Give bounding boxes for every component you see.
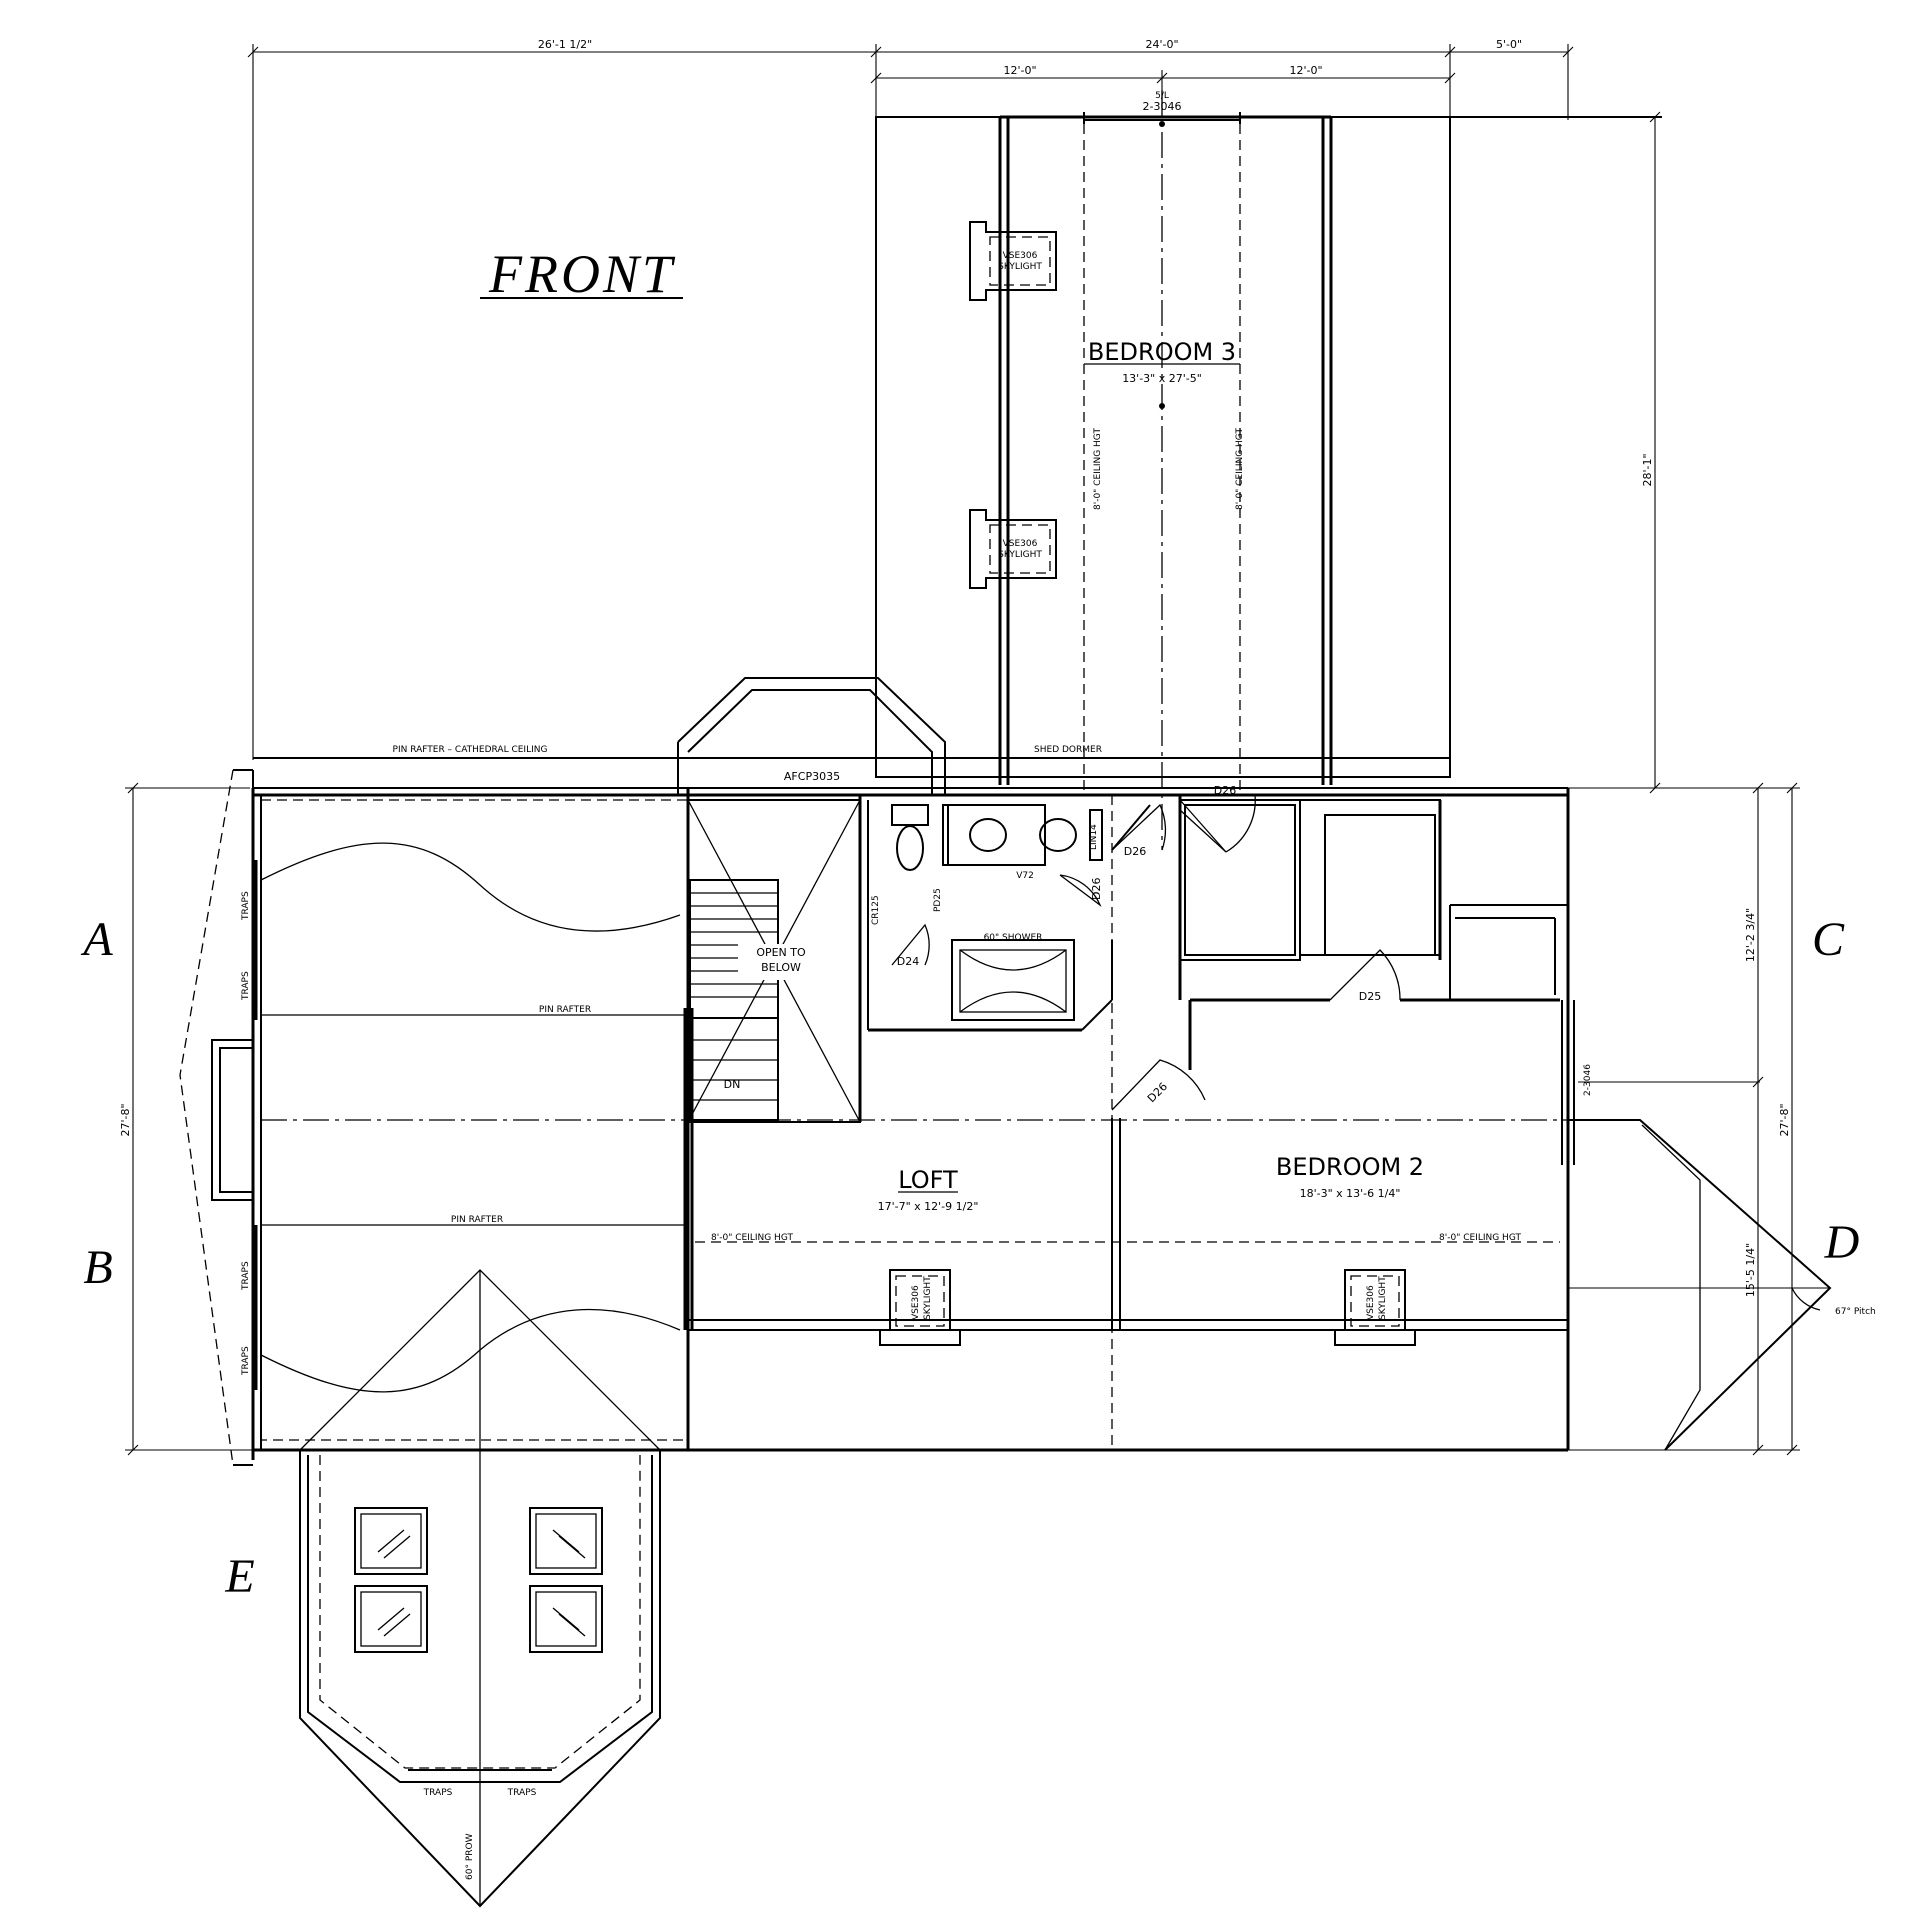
main-exterior xyxy=(251,787,1570,1460)
dim-right-upper: 12'-2 3/4" xyxy=(1744,908,1757,962)
grid-label-a: A xyxy=(80,913,113,966)
open-to-below-line2: BELOW xyxy=(761,961,801,974)
front-label: FRONT xyxy=(488,244,676,304)
skylight-prow-4 xyxy=(529,1585,603,1653)
bathroom: LIN14 V72 60" SHOWER CR125 PD25 D24 D26 xyxy=(858,795,1113,1122)
door-d26-bath: D26 xyxy=(1090,878,1103,900)
dim-bedroom3-depth: 28'-1" xyxy=(1641,111,1661,794)
linen-label: LIN14 xyxy=(1089,824,1099,850)
door-d25: D25 xyxy=(1359,990,1381,1003)
dim-top-left: 26'-1 1/2" xyxy=(538,38,592,51)
stair: OPEN TO BELOW DN xyxy=(687,799,861,1123)
note-fixed: 5/L xyxy=(1155,91,1169,101)
skylight-prow-2 xyxy=(354,1585,428,1653)
grid-label-c: C xyxy=(1812,913,1845,966)
dim-right: 12'-2 3/4" 27'-8" 15'-5 1/4" xyxy=(1568,782,1800,1456)
traps-label: TRAPS xyxy=(507,1788,537,1798)
front-prow: TRAPS TRAPS 60° PROW xyxy=(299,1269,661,1908)
skylight-label: VSE306 xyxy=(911,1285,921,1320)
note-shed-dormer: SHED DORMER xyxy=(1034,745,1102,755)
traps-label: TRAPS xyxy=(241,1261,251,1291)
bedroom2-name: BEDROOM 2 xyxy=(1276,1153,1424,1181)
bedroom3-ceiling-left: 8'-0" CEILING HGT xyxy=(1093,428,1103,510)
grid-label-b: B xyxy=(83,1241,112,1294)
note-pin-rafter-lower: PIN RAFTER xyxy=(451,1215,503,1225)
door-d26-bedroom2: D26 xyxy=(1145,1080,1170,1105)
door-d26-hall: D26 xyxy=(1124,845,1146,858)
loft-size: 17'-7" x 12'-9 1/2" xyxy=(878,1200,979,1213)
bay-window: AFCP3035 xyxy=(677,677,946,796)
window-top: 2-3046 xyxy=(1143,100,1182,113)
bedroom2-size: 18'-3" x 13'-6 1/4" xyxy=(1300,1187,1401,1200)
window-front: AFCP3035 xyxy=(784,770,840,783)
note-pin-rafter-upper: PIN RAFTER xyxy=(539,1005,591,1015)
shower-label: 60" SHOWER xyxy=(984,933,1043,943)
door-d24: D24 xyxy=(897,955,919,968)
roof-outline: PIN RAFTER – CATHEDRAL CEILING SHED DORM… xyxy=(253,745,1450,759)
skylight-label: SKYLIGHT xyxy=(998,262,1042,272)
hall: D26 D26 D25 D26 xyxy=(695,784,1568,1450)
bedroom3-size: 13'-3" x 27'-5" xyxy=(1122,372,1202,385)
bedroom2-ceiling-ht: 8'-0" CEILING HGT xyxy=(1439,1233,1521,1243)
skylight-bedroom3-lower: VSE306 SKYLIGHT xyxy=(969,509,1057,589)
loft-name: LOFT xyxy=(898,1166,958,1194)
prow-angle: 67° Pitch xyxy=(1835,1307,1876,1317)
bedroom3-dormer: 5/L 2-3046 BEDROOM 3 13'-3" x 27'-5" 8'-… xyxy=(875,90,1662,850)
side-window: 2-3046 xyxy=(1561,1000,1760,1165)
stair-dn: DN xyxy=(724,1078,741,1091)
skylight-label: VSE306 xyxy=(1366,1285,1376,1320)
traps-label: TRAPS xyxy=(241,891,251,921)
bedroom3-ceiling-right: 8'-0" CEILING HGT xyxy=(1235,428,1245,510)
dim-top-mid-left: 12'-0" xyxy=(1003,64,1036,77)
open-to-below-line1: OPEN TO xyxy=(756,946,806,959)
traps-label: TRAPS xyxy=(241,1346,251,1376)
grid-label-d: D xyxy=(1824,1216,1860,1269)
dim-right-total: 27'-8" xyxy=(1778,1103,1791,1136)
dim-top-mid-right: 12'-0" xyxy=(1289,64,1322,77)
skylight-bedroom3-upper: VSE306 SKYLIGHT xyxy=(969,221,1057,301)
closet-rod-label: CR125 xyxy=(871,895,881,925)
skylight-bedroom2: VSE306 SKYLIGHT xyxy=(1334,1269,1416,1346)
skylight-label: SKYLIGHT xyxy=(1378,1276,1388,1320)
grid-label-e: E xyxy=(224,1550,254,1603)
skylight-loft: VSE306 SKYLIGHT xyxy=(879,1269,961,1346)
skylight-label: SKYLIGHT xyxy=(923,1276,933,1320)
skylight-prow-1 xyxy=(354,1507,428,1575)
traps-label: TRAPS xyxy=(241,971,251,1001)
prow-bottom: 60° PROW xyxy=(465,1833,475,1880)
window-side: 2-3046 xyxy=(1583,1064,1593,1096)
pd25-label: PD25 xyxy=(933,888,943,912)
bedroom3-name: BEDROOM 3 xyxy=(1088,338,1236,366)
traps-label: TRAPS xyxy=(423,1788,453,1798)
top-dimensions: 26'-1 1/2" 24'-0" 12'-0" 12'-0" 5'-0" xyxy=(247,38,1574,760)
skylight-label: VSE306 xyxy=(1003,539,1038,549)
dim-right-lower: 15'-5 1/4" xyxy=(1744,1243,1757,1297)
skylight-label: VSE306 xyxy=(1003,251,1038,261)
left-bump: PIN RAFTER PIN RAFTER TRAPS TRAPS TRAPS … xyxy=(179,769,1568,1466)
vanity-label: V72 xyxy=(1016,871,1034,881)
dim-bedroom3-depth-text: 28'-1" xyxy=(1641,453,1654,486)
dim-left-depth: 27'-8" xyxy=(119,782,253,1456)
note-pin-rafter-cathedral: PIN RAFTER – CATHEDRAL CEILING xyxy=(393,745,548,755)
loft-ceiling-ht: 8'-0" CEILING HGT xyxy=(711,1233,793,1243)
dim-top-mid: 24'-0" xyxy=(1145,38,1178,51)
skylight-prow-3 xyxy=(529,1507,603,1575)
dim-left-depth-text: 27'-8" xyxy=(119,1103,132,1136)
door-d26-closet: D26 xyxy=(1214,784,1236,797)
right-prow: 67° Pitch xyxy=(1568,1119,1876,1451)
skylight-label: SKYLIGHT xyxy=(998,550,1042,560)
dim-top-right: 5'-0" xyxy=(1496,38,1522,51)
